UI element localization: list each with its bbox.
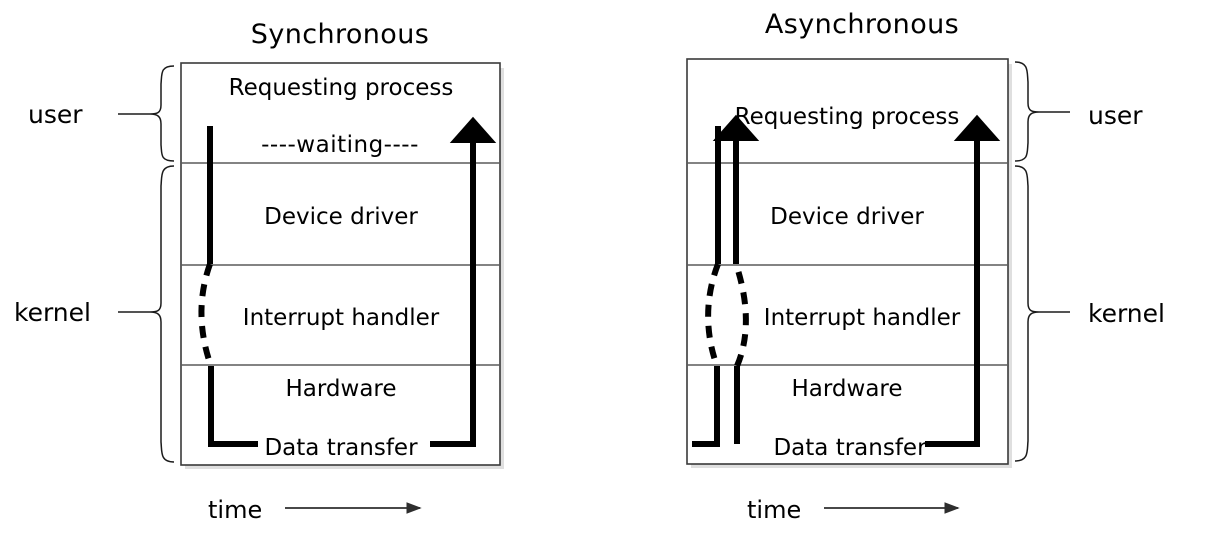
user-brace: [1014, 61, 1040, 162]
flow-interrupt-dashed: [198, 262, 214, 368]
flow-request-interrupt-dashed: [705, 262, 721, 368]
brace-user-group: user: [28, 65, 175, 162]
synchronous-diagram: Synchronous Requesting process Device dr…: [14, 19, 504, 524]
kernel-label: kernel: [1088, 299, 1165, 328]
layer-requesting-process-label: Requesting process: [229, 75, 454, 101]
synchronous-stack-box: [180, 62, 501, 466]
brace-user-group: user: [1014, 61, 1143, 162]
kernel-label: kernel: [14, 298, 91, 327]
flow-request-to-transfer: [692, 366, 720, 447]
layer-interrupt-handler-label: Interrupt handler: [764, 305, 961, 331]
layer-hardware-label: Hardware: [285, 376, 396, 402]
brace-kernel-group: kernel: [1014, 165, 1165, 462]
flow-return-interrupt-dashed: [733, 263, 749, 368]
waiting-label: ----waiting----: [261, 132, 419, 158]
user-brace: [149, 65, 175, 162]
kernel-brace: [1014, 165, 1040, 462]
time-axis-asynchronous: time: [747, 496, 960, 524]
asynchronous-diagram: Asynchronous Requesting process Device d…: [686, 9, 1165, 524]
brace-kernel-group: kernel: [14, 165, 175, 463]
user-label: user: [28, 100, 83, 129]
layer-device-driver-label: Device driver: [264, 204, 418, 230]
asynchronous-title: Asynchronous: [765, 9, 959, 40]
flow-hardware-to-transfer: [208, 366, 258, 447]
flow-completion-up: [925, 114, 1001, 447]
layer-interrupt-handler-label: Interrupt handler: [243, 305, 440, 331]
layer-hardware-label: Hardware: [791, 376, 902, 402]
time-label: time: [747, 496, 801, 524]
user-label: user: [1088, 101, 1143, 130]
synchronous-title: Synchronous: [251, 19, 429, 50]
layer-device-driver-label: Device driver: [770, 204, 924, 230]
layer-requesting-process-label: Requesting process: [735, 104, 960, 130]
time-label: time: [208, 496, 262, 524]
data-transfer-label: Data transfer: [264, 435, 418, 461]
data-transfer-label: Data transfer: [773, 435, 927, 461]
flow-return-up: [430, 116, 497, 447]
kernel-brace: [149, 165, 175, 463]
time-axis-synchronous: time: [208, 496, 422, 524]
